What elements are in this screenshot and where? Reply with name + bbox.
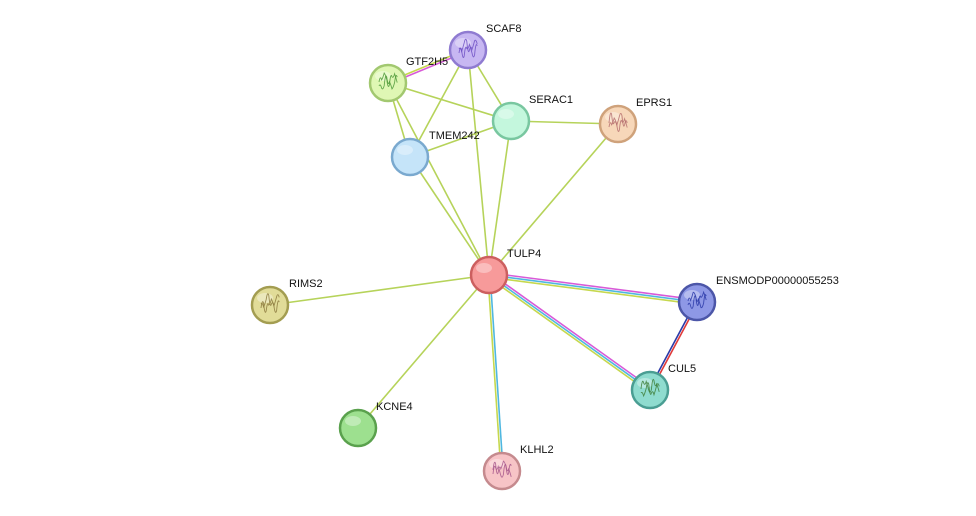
- edge-strand: [488, 276, 697, 305]
- node-scaf8[interactable]: SCAF8: [448, 23, 521, 70]
- node-gtf2h5[interactable]: GTF2H5: [368, 56, 448, 103]
- edge-eprs1-tulp4[interactable]: [488, 123, 619, 276]
- node-highlight: [397, 145, 413, 155]
- protein-structure-icon: [458, 38, 478, 53]
- edge-serac1-tulp4[interactable]: [488, 120, 512, 276]
- node-circle[interactable]: [630, 370, 670, 410]
- node-circle[interactable]: [482, 451, 522, 491]
- edge-strand: [488, 274, 651, 391]
- edge-strand: [357, 274, 490, 429]
- node-label: TMEM242: [429, 130, 480, 142]
- edge-strand: [409, 49, 469, 158]
- protein-structure-icon: [687, 294, 707, 309]
- node-label: KLHL2: [520, 444, 554, 456]
- edge-strand: [467, 49, 490, 276]
- node-label: KCNE4: [376, 401, 413, 413]
- edge-strand: [488, 274, 698, 303]
- node-label: SERAC1: [529, 94, 573, 106]
- node-highlight: [489, 459, 505, 469]
- edge-strand: [489, 272, 652, 389]
- node-label: TULP4: [507, 248, 541, 260]
- node-circle[interactable]: [469, 255, 509, 295]
- edge-strand: [488, 123, 619, 276]
- node-circle[interactable]: [390, 137, 430, 177]
- node-highlight: [345, 416, 361, 426]
- node-rims2[interactable]: RIMS2: [250, 278, 323, 325]
- protein-structure-icon: [492, 460, 512, 475]
- protein-structure-icon: [378, 71, 398, 87]
- node-serac1[interactable]: SERAC1: [491, 94, 573, 141]
- node-cul5[interactable]: CUL5: [630, 363, 696, 410]
- node-highlight: [637, 378, 653, 388]
- edge-strand: [269, 274, 490, 306]
- protein-structure-icon: [687, 290, 707, 306]
- protein-structure-icon: [640, 382, 660, 398]
- edge-gtf2h5-serac1[interactable]: [387, 82, 512, 122]
- edge-scaf8-tulp4[interactable]: [467, 49, 490, 276]
- edge-tulp4-rims2[interactable]: [269, 274, 490, 306]
- node-highlight: [498, 109, 514, 119]
- node-circle[interactable]: [598, 104, 638, 144]
- edge-strand: [409, 156, 490, 276]
- edges-layer: [269, 48, 699, 472]
- node-circle[interactable]: [338, 408, 378, 448]
- edge-strand: [387, 82, 512, 122]
- protein-structure-icon: [378, 75, 398, 90]
- edge-strand: [489, 272, 698, 301]
- edge-tulp4-ensmodp00000055253[interactable]: [488, 272, 698, 305]
- protein-structure-icon: [608, 116, 628, 132]
- node-label: ENSMODP00000055253: [716, 275, 839, 287]
- protein-structure-icon: [260, 293, 280, 309]
- node-label: CUL5: [668, 363, 696, 375]
- edge-scaf8-tmem242[interactable]: [409, 49, 469, 158]
- edge-tulp4-klhl2[interactable]: [487, 274, 504, 472]
- edge-strand: [489, 274, 504, 471]
- node-ensmodp00000055253[interactable]: ENSMODP00000055253: [677, 275, 839, 322]
- edge-tulp4-cul5[interactable]: [487, 272, 652, 393]
- node-label: RIMS2: [289, 278, 323, 290]
- edge-strand: [487, 276, 650, 393]
- edge-tmem242-tulp4[interactable]: [409, 156, 490, 276]
- node-label: SCAF8: [486, 23, 521, 35]
- node-tulp4[interactable]: TULP4: [469, 248, 541, 295]
- protein-structure-icon: [608, 112, 628, 127]
- edge-strand: [488, 120, 512, 276]
- node-eprs1[interactable]: EPRS1: [598, 97, 672, 144]
- edge-gtf2h5-tulp4[interactable]: [387, 82, 490, 276]
- node-klhl2[interactable]: KLHL2: [482, 444, 554, 491]
- node-tmem242[interactable]: TMEM242: [390, 130, 480, 177]
- node-circle[interactable]: [491, 101, 531, 141]
- protein-structure-icon: [640, 378, 660, 393]
- node-label: EPRS1: [636, 97, 672, 109]
- node-kcne4[interactable]: KCNE4: [338, 401, 413, 448]
- node-highlight: [476, 263, 492, 273]
- edge-strand: [487, 275, 502, 472]
- edge-strand: [387, 82, 490, 276]
- edge-tulp4-kcne4[interactable]: [357, 274, 490, 429]
- node-label: GTF2H5: [406, 56, 448, 68]
- node-circle[interactable]: [677, 282, 717, 322]
